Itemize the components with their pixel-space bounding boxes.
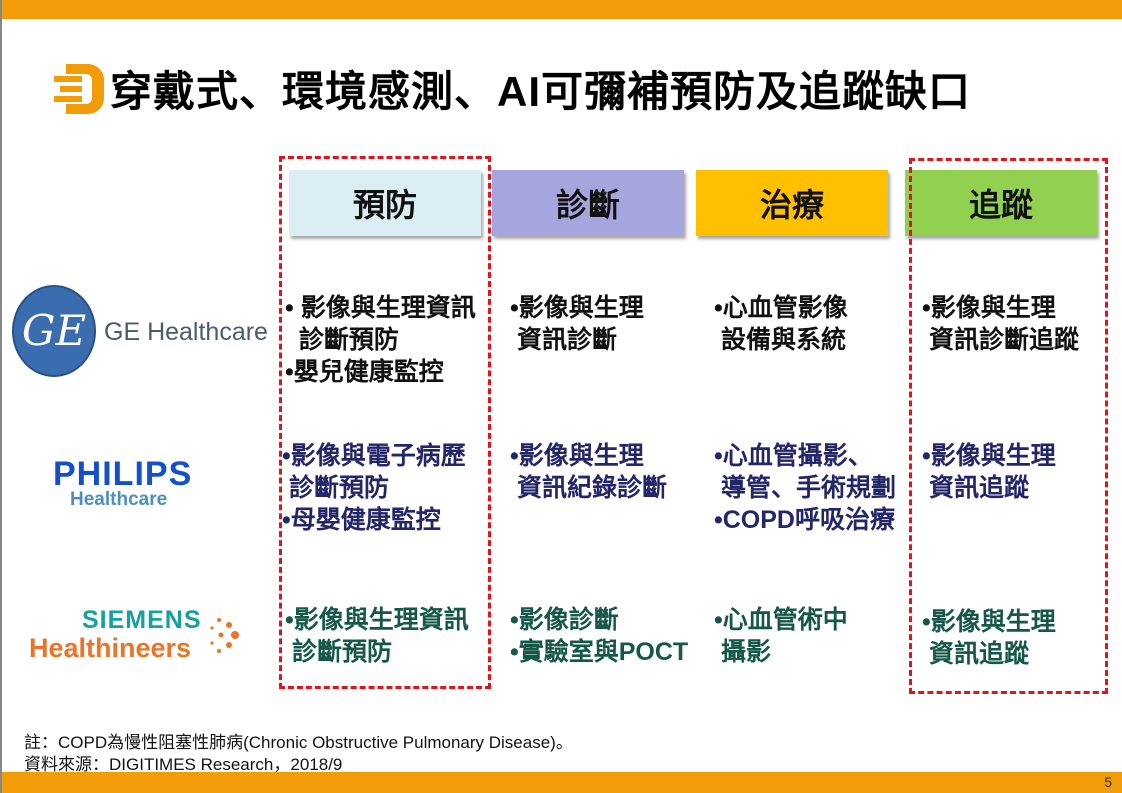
highlight-box-tracking [909, 158, 1108, 694]
cell-ge-tracking: •影像與生理 資訊診斷追蹤 [922, 294, 1079, 354]
column-header-diagnosis: 診斷 [492, 170, 684, 236]
cell-siemens-treatment: •心血管術中 攝影 [714, 606, 848, 666]
cell-siemens-prevention: •影像與生理資訊 診斷預防 [285, 606, 469, 666]
cell-ge-diagnosis: •影像與生理 資訊診斷 [510, 294, 644, 354]
cell-philips-diagnosis: •影像與生理 資訊紀錄診斷 [510, 442, 667, 502]
source-note: 資料來源：DIGITIMES Research，2018/9 [24, 755, 343, 774]
top-accent-bar [2, 0, 1122, 19]
column-header-treatment: 治療 [696, 170, 888, 236]
highlight-box-prevention [279, 156, 491, 689]
siemens-healthineers-label: Healthineers [29, 633, 192, 663]
svg-text:GE: GE [22, 306, 86, 355]
ge-healthcare-logo: GE Healthcare [104, 318, 268, 346]
cell-philips-tracking: •影像與生理 資訊追蹤 [922, 442, 1056, 502]
cell-philips-treatment: •心血管攝影、 導管、手術規劃 •COPD呼吸治療 [714, 442, 896, 534]
cell-ge-prevention: • 影像與生理資訊 診斷預防 •嬰兒健康監控 [285, 294, 476, 386]
column-header-tracking: 追蹤 [905, 170, 1097, 236]
ge-logo-icon: GE [12, 285, 96, 377]
page-number: 5 [1104, 774, 1112, 790]
siemens-dots-icon [210, 618, 239, 653]
digitimes-logo-icon [54, 64, 104, 114]
bottom-accent-bar: 5 [2, 772, 1122, 793]
philips-logo: PHILIPS [53, 455, 193, 493]
philips-healthcare-label: Healthcare [70, 489, 168, 510]
cell-siemens-diagnosis: •影像診斷 •實驗室與POCT [510, 606, 689, 666]
column-header-prevention: 預防 [289, 170, 481, 236]
page-title: 穿戴式、環境感測、AI可彌補預防及追蹤缺口 [110, 68, 972, 115]
cell-siemens-tracking: •影像與生理 資訊追蹤 [922, 608, 1056, 668]
cell-philips-prevention: •影像與電子病歷 診斷預防 •母嬰健康監控 [282, 442, 466, 534]
footnote: 註：COPD為慢性阻塞性肺病(Chronic Obstructive Pulmo… [24, 733, 573, 752]
siemens-logo: SIEMENS [82, 606, 202, 634]
cell-ge-treatment: •心血管影像 設備與系統 [714, 294, 848, 354]
